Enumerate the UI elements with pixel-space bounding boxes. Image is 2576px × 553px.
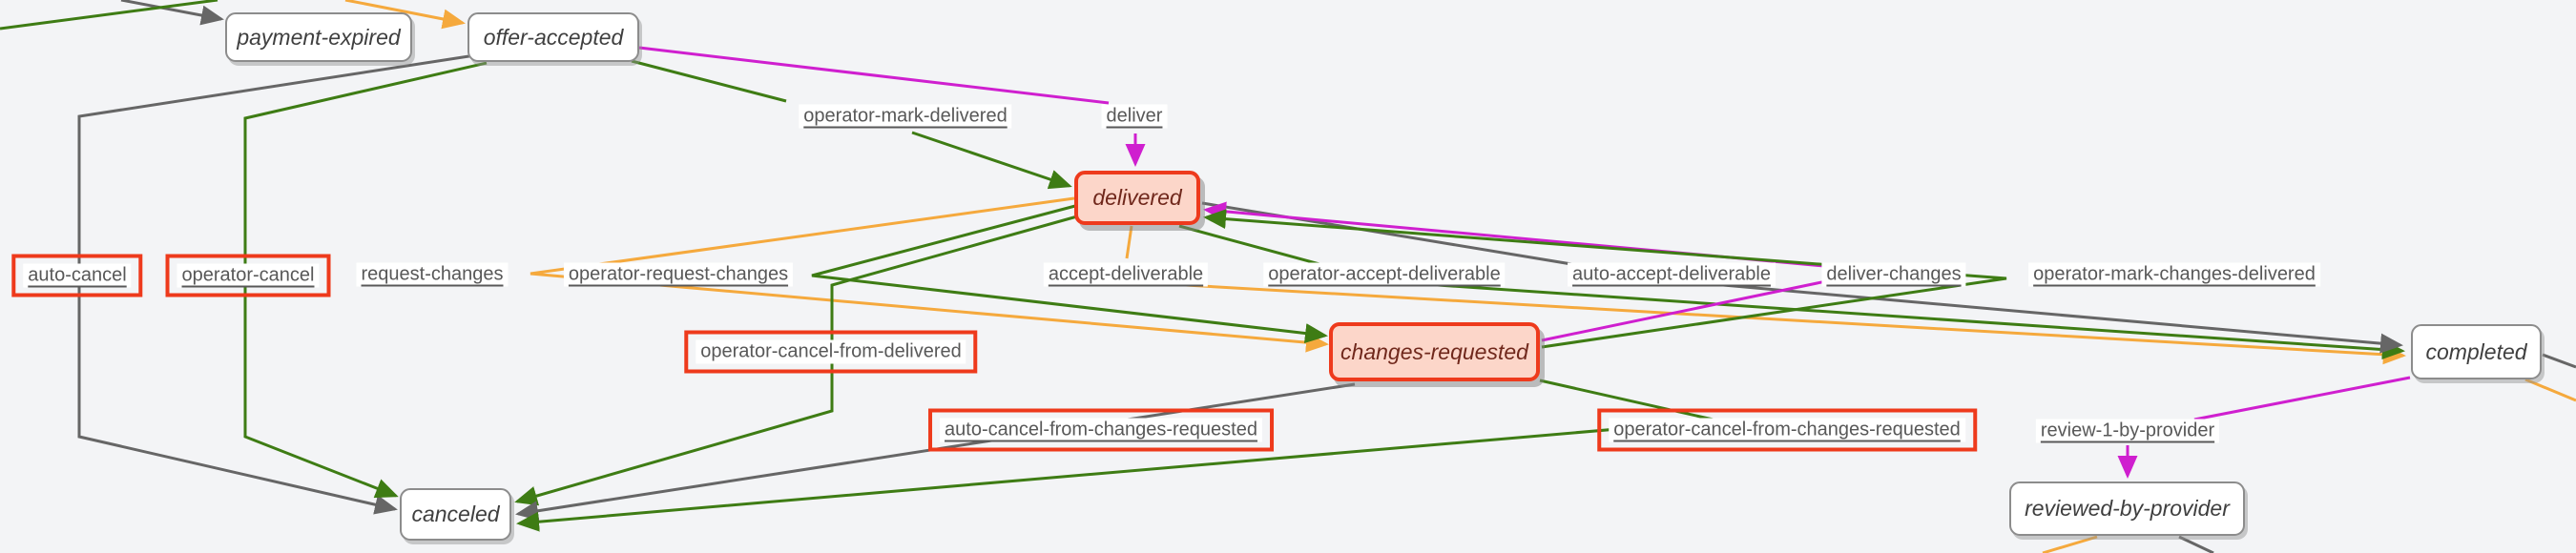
transition-text: operator-mark-changes-delivered [2028, 262, 2320, 287]
edge-operator-mark-changes-delivered [1203, 209, 2007, 349]
state-changes-requested[interactable]: changes-requested [1329, 322, 1540, 381]
state-payment-expired[interactable]: payment-expired [225, 12, 412, 62]
transition-label-deliver[interactable]: deliver [1101, 104, 1168, 129]
state-delivered[interactable]: delivered [1074, 171, 1200, 225]
state-completed[interactable]: completed [2411, 324, 2542, 379]
transition-text: operator-cancel [177, 263, 320, 288]
transition-text: deliver-changes [1821, 262, 1966, 287]
transition-label-auto-cancel[interactable]: auto-cancel [11, 254, 143, 297]
state-offer-accepted[interactable]: offer-accepted [467, 12, 639, 62]
transition-label-operator-cancel-from-changes-requested[interactable]: operator-cancel-from-changes-requested [1597, 408, 1977, 452]
edge-reviewed-out-customer [2042, 535, 2098, 553]
edge-completed-out-customer [2524, 378, 2576, 402]
transition-text: deliver [1101, 104, 1168, 129]
state-text: reviewed-by-provider [2025, 496, 2230, 521]
edge-operator-mark-delivered-b [911, 131, 1072, 190]
transition-text: auto-accept-deliverable [1568, 262, 1776, 287]
transition-label-deliver-changes[interactable]: deliver-changes [1821, 262, 1966, 287]
edge-deliver-a [638, 46, 1110, 105]
edge-reviewed-out-auto [2178, 535, 2214, 553]
transition-text: auto-cancel [23, 263, 132, 288]
transition-text: auto-cancel-from-changes-requested [940, 418, 1262, 442]
transition-text: operator-cancel-from-delivered [696, 339, 966, 364]
edge-request-changes [530, 196, 1329, 353]
edge-accept-offer-in [344, 0, 466, 30]
edge-review-1-by-provider-a [2193, 376, 2411, 421]
state-canceled[interactable]: canceled [400, 488, 511, 541]
state-text: payment-expired [237, 24, 401, 50]
state-reviewed-by-provider[interactable]: reviewed-by-provider [2009, 481, 2245, 536]
state-text: delivered [1092, 185, 1182, 210]
state-text: completed [2425, 338, 2527, 364]
transition-label-operator-request-changes[interactable]: operator-request-changes [563, 262, 794, 287]
transition-label-operator-accept-deliverable[interactable]: operator-accept-deliverable [1263, 262, 1506, 287]
transition-label-auto-accept-deliverable[interactable]: auto-accept-deliverable [1568, 262, 1776, 287]
state-text: canceled [411, 502, 500, 526]
edge-accept-deliverable-b [1185, 283, 2406, 365]
edge-operator-request-changes [811, 204, 1328, 343]
transition-text: operator-accept-deliverable [1263, 262, 1506, 287]
transition-label-operator-cancel-from-delivered[interactable]: operator-cancel-from-delivered [684, 330, 978, 374]
edge-completed-out-auto [2542, 353, 2576, 369]
edge-accept-deliverable-a [1125, 225, 1133, 259]
edge-operator-cancel-from-changes-requested [516, 379, 1718, 532]
edge-operator-mark-delivered-a [631, 59, 787, 103]
transition-text: operator-request-changes [563, 262, 794, 287]
transition-text: review-1-by-provider [2035, 419, 2220, 443]
state-text: changes-requested [1340, 338, 1528, 364]
edge-auto-expire-in [120, 0, 224, 26]
edge-offscreen-operator-top-left [0, 0, 218, 31]
transition-label-request-changes[interactable]: request-changes [356, 262, 509, 287]
transition-label-accept-deliverable[interactable]: accept-deliverable [1043, 262, 1209, 287]
transition-label-operator-mark-changes-delivered[interactable]: operator-mark-changes-delivered [2028, 262, 2320, 287]
transition-text: accept-deliverable [1043, 262, 1209, 287]
transition-label-auto-cancel-from-changes-requested[interactable]: auto-cancel-from-changes-requested [928, 408, 1274, 452]
state-text: offer-accepted [483, 24, 624, 50]
transition-text: operator-mark-delivered [799, 104, 1012, 129]
transition-label-operator-mark-delivered[interactable]: operator-mark-delivered [799, 104, 1012, 129]
transition-label-review-1-by-provider[interactable]: review-1-by-provider [2035, 419, 2220, 443]
transition-text: request-changes [356, 262, 509, 287]
transition-label-operator-cancel[interactable]: operator-cancel [165, 254, 331, 297]
transition-text: operator-cancel-from-changes-requested [1609, 418, 1965, 442]
